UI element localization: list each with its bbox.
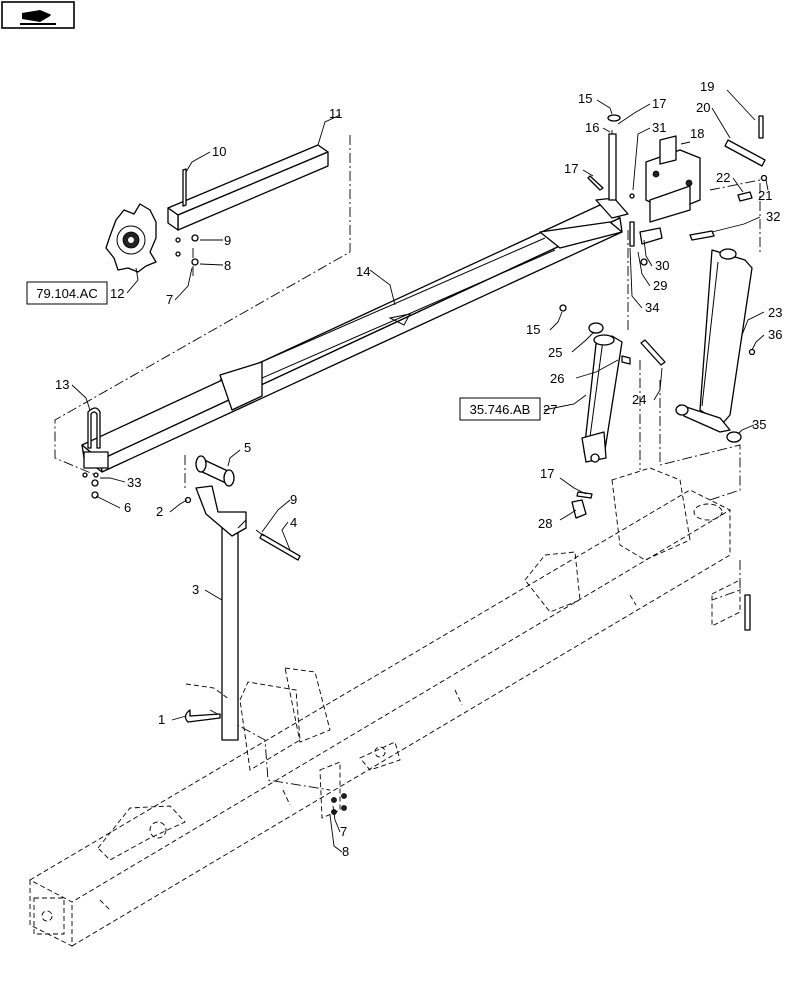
callout-13[interactable]: 13 xyxy=(55,377,69,392)
roller xyxy=(195,455,235,487)
callout-1[interactable]: 1 xyxy=(158,712,165,727)
callout-21[interactable]: 21 xyxy=(758,188,772,203)
leader-lines xyxy=(71,89,769,853)
callout-14[interactable]: 14 xyxy=(356,264,370,279)
callout-7-lower[interactable]: 7 xyxy=(340,824,347,839)
callout-3[interactable]: 3 xyxy=(192,582,199,597)
callout-15-top[interactable]: 15 xyxy=(578,91,592,106)
ref-35-746-ab-label: 35.746.AB xyxy=(470,402,531,417)
callout-27[interactable]: 27 xyxy=(543,402,557,417)
reference-box-79-104-ac[interactable]: 79.104.AC xyxy=(26,281,108,305)
callout-35[interactable]: 35 xyxy=(752,417,766,432)
callout-28[interactable]: 28 xyxy=(538,516,552,531)
callout-16[interactable]: 16 xyxy=(585,120,599,135)
callout-15-mid[interactable]: 15 xyxy=(526,322,540,337)
callout-9-upper[interactable]: 9 xyxy=(224,233,231,248)
sprocket-wheel xyxy=(105,203,157,273)
callout-22[interactable]: 22 xyxy=(716,170,730,185)
callout-31[interactable]: 31 xyxy=(652,120,666,135)
callout-8-lower[interactable]: 8 xyxy=(342,844,349,859)
callout-18[interactable]: 18 xyxy=(690,126,704,141)
square-tube xyxy=(167,144,329,231)
small-hardware xyxy=(82,114,768,815)
callout-23[interactable]: 23 xyxy=(768,305,782,320)
callout-10[interactable]: 10 xyxy=(212,144,226,159)
boom-arm xyxy=(81,197,629,473)
callout-17-mid[interactable]: 17 xyxy=(564,161,578,176)
mounting-bracket xyxy=(645,135,701,223)
callout-8-upper[interactable]: 8 xyxy=(224,258,231,273)
reference-box-35-746-ab[interactable]: 35.746.AB xyxy=(459,397,541,421)
callout-34[interactable]: 34 xyxy=(645,300,659,315)
main-frame-ghost xyxy=(29,467,741,947)
callout-17-lower[interactable]: 17 xyxy=(540,466,554,481)
callout-7-upper[interactable]: 7 xyxy=(166,292,173,307)
upright-link xyxy=(675,248,753,433)
callout-20[interactable]: 20 xyxy=(696,100,710,115)
callout-19[interactable]: 19 xyxy=(700,79,714,94)
rod xyxy=(255,529,301,561)
callout-33[interactable]: 33 xyxy=(127,475,141,490)
callout-11[interactable]: 11 xyxy=(329,106,343,121)
callout-12[interactable]: 12 xyxy=(110,286,124,301)
callout-9-lower[interactable]: 9 xyxy=(290,492,297,507)
callout-4[interactable]: 4 xyxy=(290,515,297,530)
callout-25[interactable]: 25 xyxy=(548,345,562,360)
callout-labels: 10 11 9 8 7 12 13 14 33 6 2 5 9 4 3 1 7 … xyxy=(55,79,782,859)
callout-32[interactable]: 32 xyxy=(766,209,780,224)
callout-30[interactable]: 30 xyxy=(655,258,669,273)
base-u-bolt xyxy=(184,683,231,723)
stand-post xyxy=(195,485,247,741)
callout-29[interactable]: 29 xyxy=(653,278,667,293)
ref-79-104-ac-label: 79.104.AC xyxy=(36,286,97,301)
page-navigation-icon[interactable] xyxy=(1,1,75,29)
callout-24[interactable]: 24 xyxy=(632,392,646,407)
callout-5[interactable]: 5 xyxy=(244,440,251,455)
callout-6[interactable]: 6 xyxy=(124,500,131,515)
hydraulic-cylinder xyxy=(581,334,631,463)
callout-36[interactable]: 36 xyxy=(768,327,782,342)
callout-2[interactable]: 2 xyxy=(156,504,163,519)
callout-17-top[interactable]: 17 xyxy=(652,96,666,111)
callout-26[interactable]: 26 xyxy=(550,371,564,386)
